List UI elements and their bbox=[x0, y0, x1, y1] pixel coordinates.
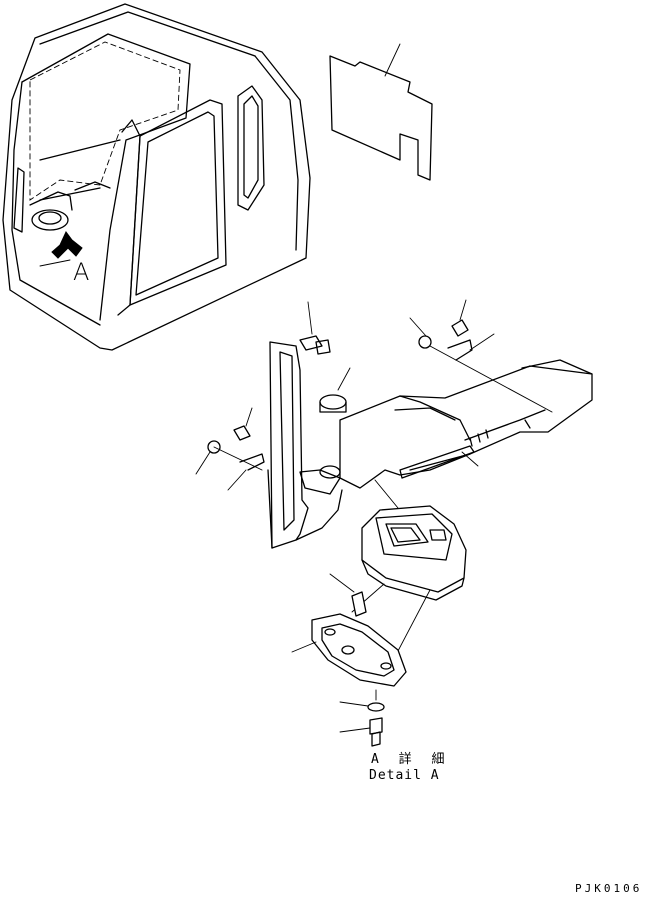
detail-a-assembly bbox=[195, 299, 593, 747]
detail-label-english: Detail A bbox=[369, 768, 440, 783]
figure-code: PJK0106 bbox=[575, 882, 643, 895]
detail-label-japanese: A 詳 細 bbox=[371, 752, 451, 767]
floor-mat-part bbox=[329, 43, 433, 181]
operator-cab bbox=[2, 3, 311, 351]
callout-letter-a: A bbox=[73, 258, 90, 286]
arrow-icon bbox=[51, 231, 83, 259]
